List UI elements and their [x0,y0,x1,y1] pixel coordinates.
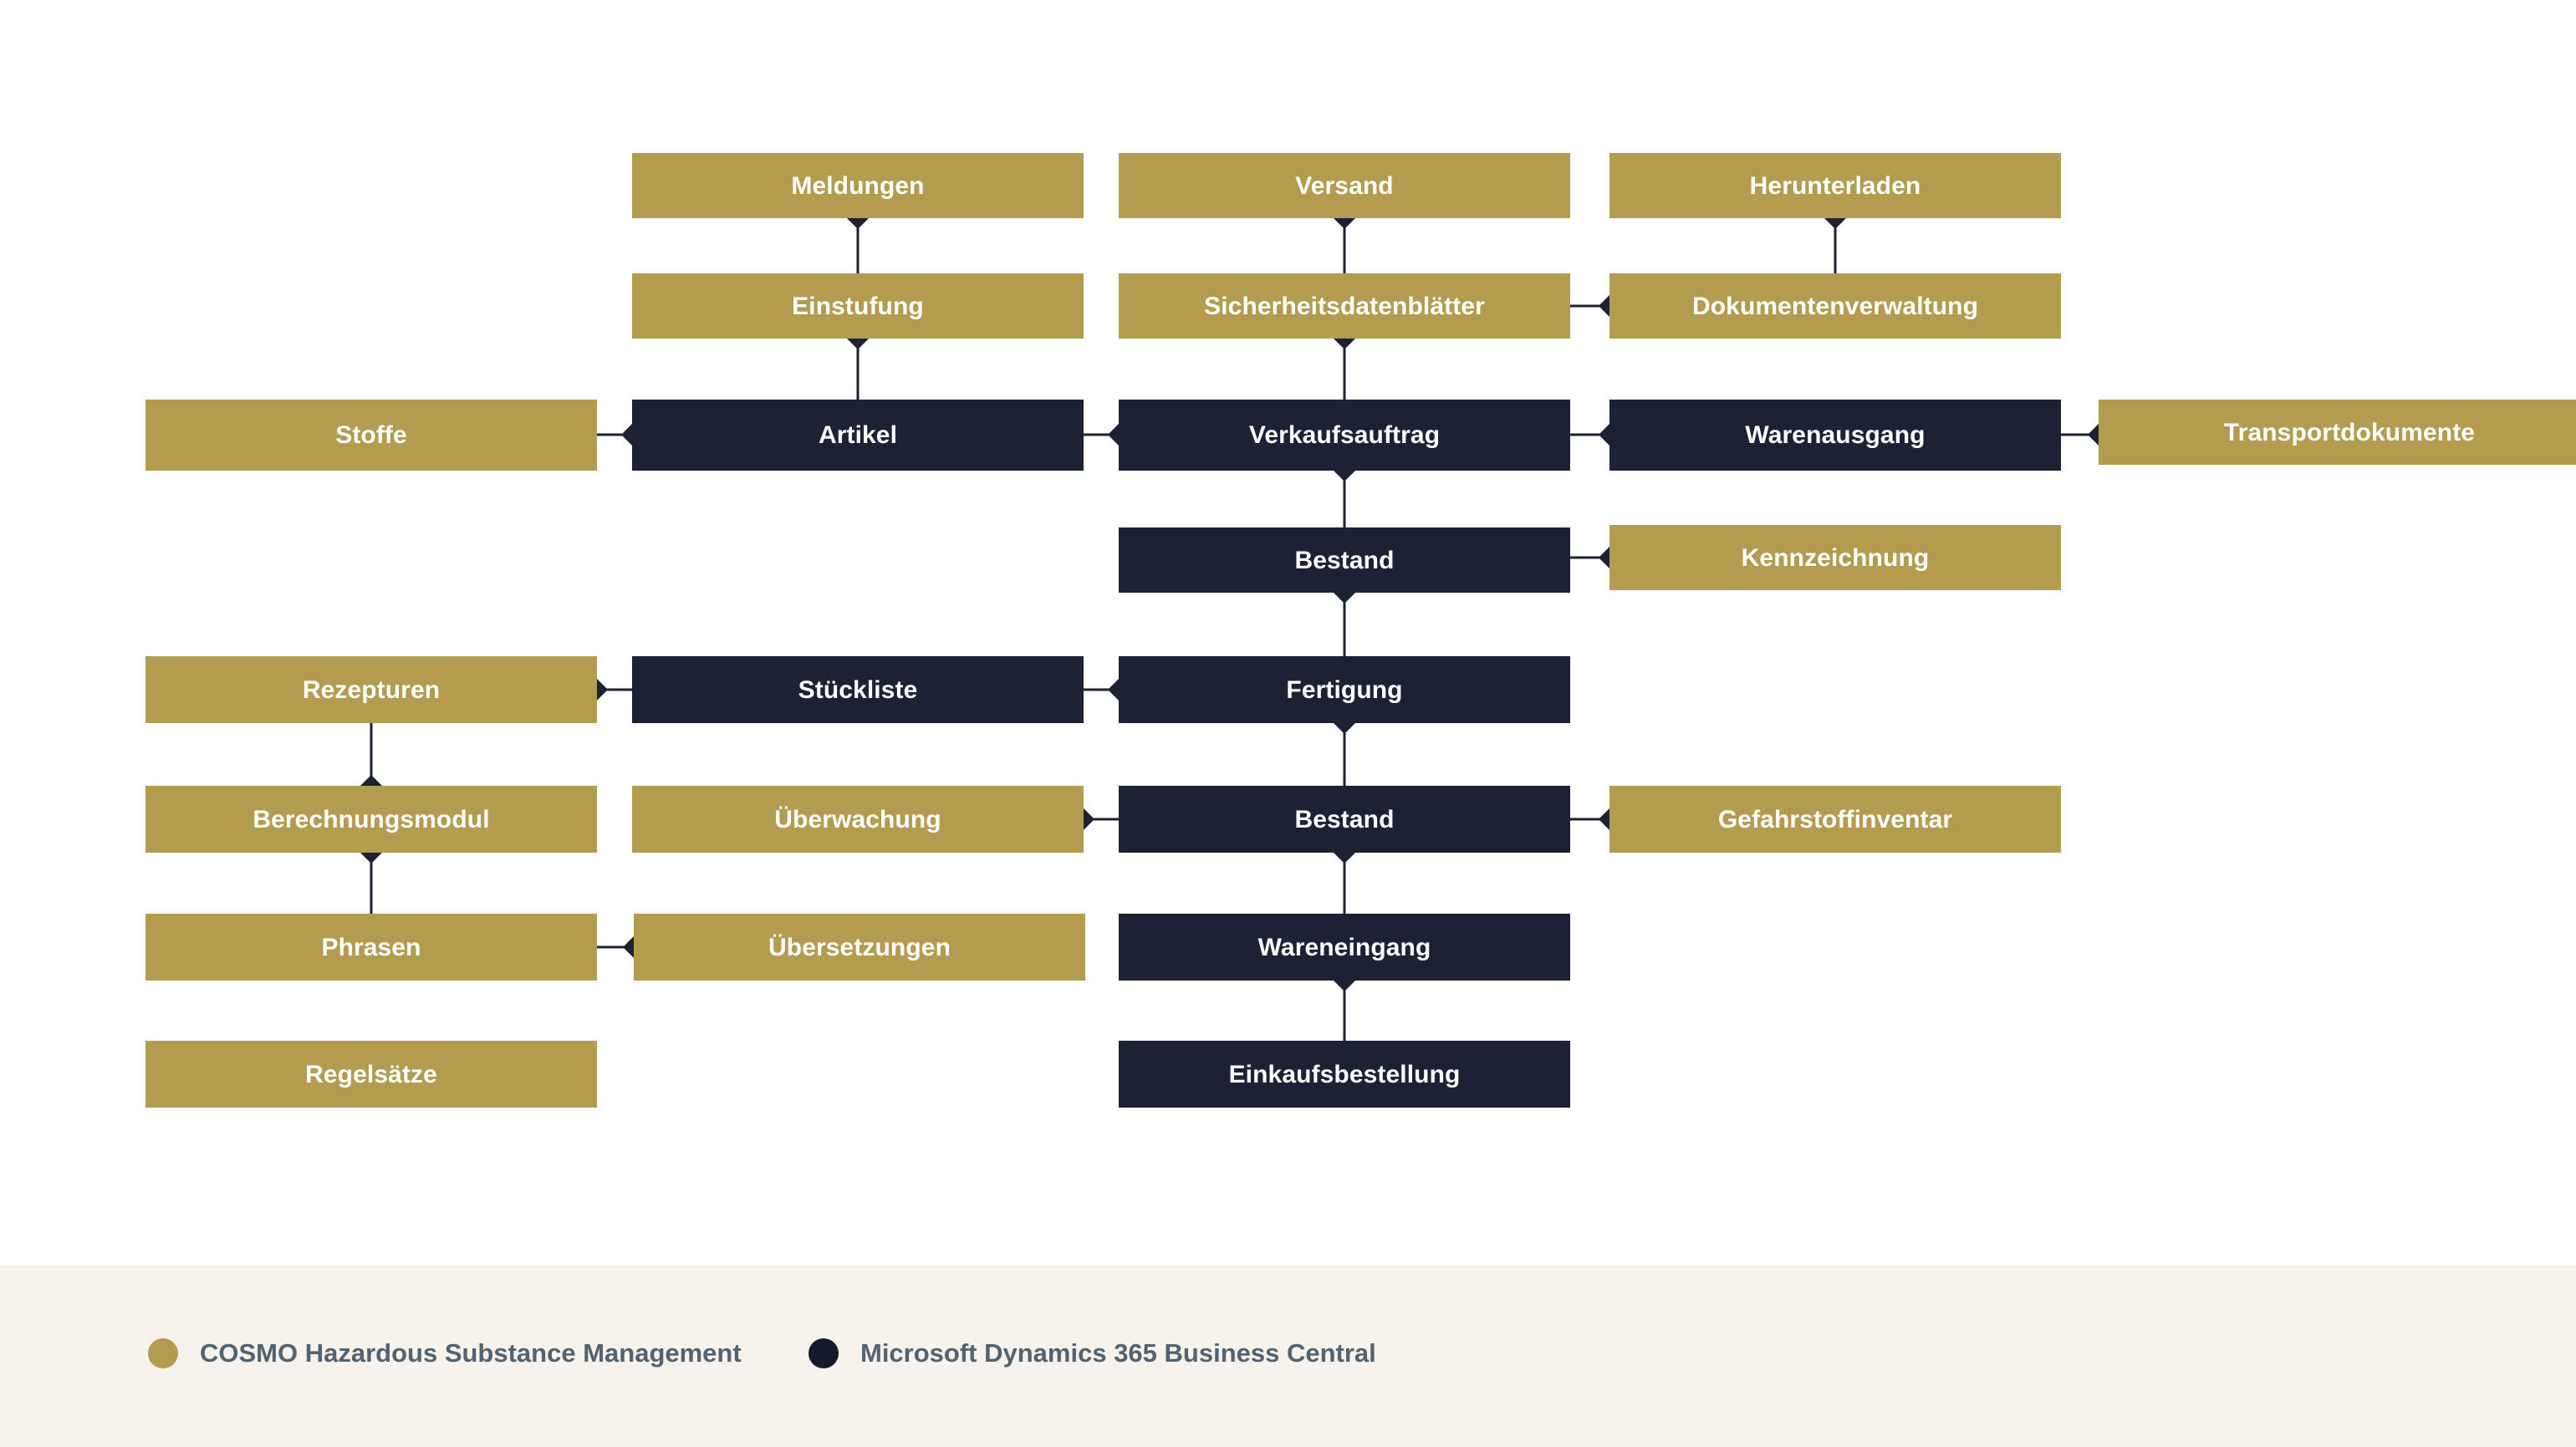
node-bestand-oben[interactable]: Bestand [1119,527,1570,593]
node-phrasen[interactable]: Phrasen [145,914,597,981]
legend-label: Microsoft Dynamics 365 Business Central [860,1338,1376,1368]
node-artikel[interactable]: Artikel [632,400,1084,471]
node-regelsaetze[interactable]: Regelsätze [145,1041,597,1108]
node-herunterladen[interactable]: Herunterladen [1609,153,2061,218]
node-meldungen[interactable]: Meldungen [632,153,1084,218]
node-sicherheitsdatenblaetter[interactable]: Sicherheitsdatenblätter [1119,273,1570,339]
legend: COSMO Hazardous Substance Management Mic… [0,1265,2576,1447]
legend-item-business-central: Microsoft Dynamics 365 Business Central [809,1338,1376,1368]
node-versand[interactable]: Versand [1119,153,1570,218]
node-fertigung[interactable]: Fertigung [1119,656,1570,723]
connector-fertigung-bestand-unten [1334,712,1355,786]
node-transportdokumente[interactable]: Transportdokumente [2099,400,2576,465]
node-berechnungsmodul[interactable]: Berechnungsmodul [145,786,597,853]
legend-item-cosmo: COSMO Hazardous Substance Management [148,1338,742,1368]
node-verkaufsauftrag[interactable]: Verkaufsauftrag [1119,400,1570,471]
legend-dot-icon [809,1338,839,1368]
node-einkaufsbestellung[interactable]: Einkaufsbestellung [1119,1041,1570,1108]
node-dokumentenverwaltung[interactable]: Dokumentenverwaltung [1609,273,2061,339]
legend-label: COSMO Hazardous Substance Management [200,1338,742,1368]
node-kennzeichnung[interactable]: Kennzeichnung [1609,525,2061,590]
connector-bestand-fertigung [1334,582,1355,656]
node-warenausgang[interactable]: Warenausgang [1609,400,2061,471]
node-stoffe[interactable]: Stoffe [145,400,597,471]
node-ueberwachung[interactable]: Überwachung [632,786,1084,853]
legend-dot-icon [148,1338,178,1368]
node-stueckliste[interactable]: Stückliste [632,656,1084,723]
node-gefahrstoffinventar[interactable]: Gefahrstoffinventar [1609,786,2061,853]
node-rezepturen[interactable]: Rezepturen [145,656,597,723]
node-einstufung[interactable]: Einstufung [632,273,1084,339]
node-uebersetzungen[interactable]: Übersetzungen [634,914,1085,981]
node-bestand-unten[interactable]: Bestand [1119,786,1570,853]
node-wareneingang[interactable]: Wareneingang [1119,914,1570,981]
